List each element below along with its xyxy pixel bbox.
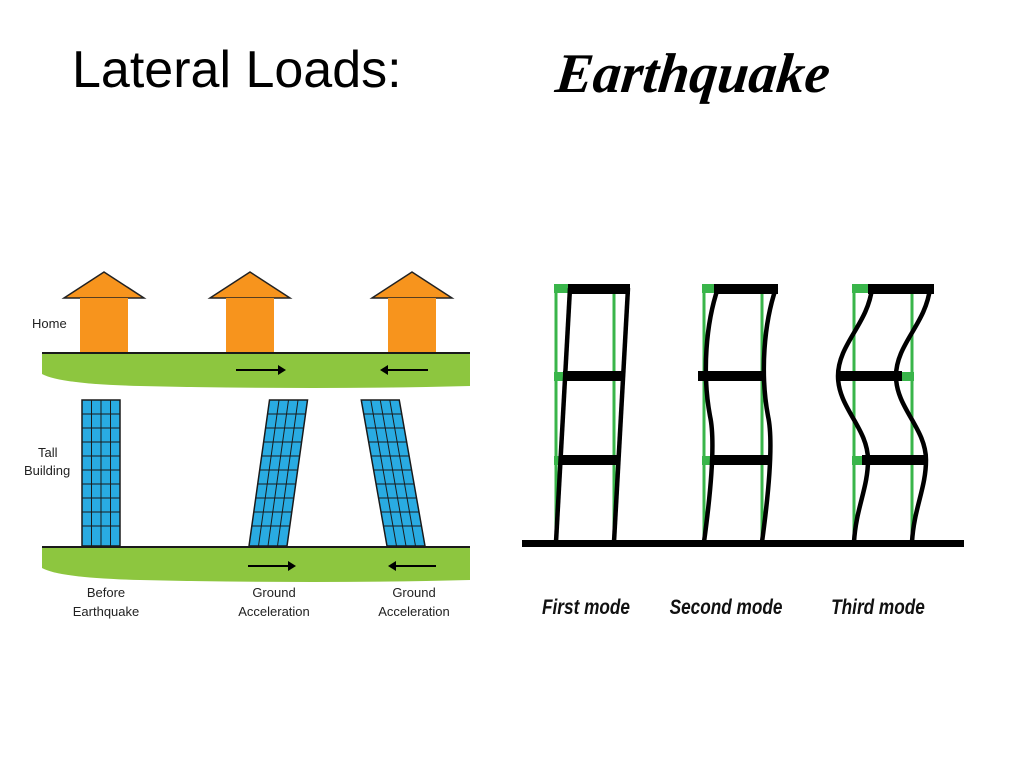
third-mode-label: Third mode [831,597,925,620]
first-mode-frame [553,284,631,543]
caption-before-line1: Before [87,585,125,600]
arrow-left-icon [380,365,428,375]
caption-before-line2: Earthquake [73,604,140,619]
arrow-right-icon [236,365,286,375]
vibration-modes-diagram: First mode Second mode Third mode [522,284,964,620]
tall-building-lean-right [360,399,426,547]
third-mode-frame [835,284,934,543]
slide-title: Lateral Loads: [72,41,402,99]
tall-label: Tall [38,445,58,460]
building-label: Building [24,463,70,478]
arrow-right-icon [248,561,296,571]
ground-base [522,540,964,547]
second-mode-label: Second mode [670,597,783,620]
house-shift-left [369,271,455,352]
first-mode-label: First mode [542,597,630,620]
caption-accel-2-line1: Ground [392,585,435,600]
arrow-left-icon [388,561,436,571]
caption-accel-2-line2: Acceleration [378,604,450,619]
house-shift-right [207,271,293,352]
tall-building-lean-left [248,399,309,547]
home-label: Home [32,316,67,331]
caption-accel-1-line2: Acceleration [238,604,310,619]
caption-accel-1-line1: Ground [252,585,295,600]
house-before [61,271,147,352]
tall-building-before [81,399,121,547]
slide-subtitle: Earthquake [552,43,834,105]
second-mode-frame [698,284,779,543]
building-sway-diagram: Home Tall Building [24,271,470,619]
